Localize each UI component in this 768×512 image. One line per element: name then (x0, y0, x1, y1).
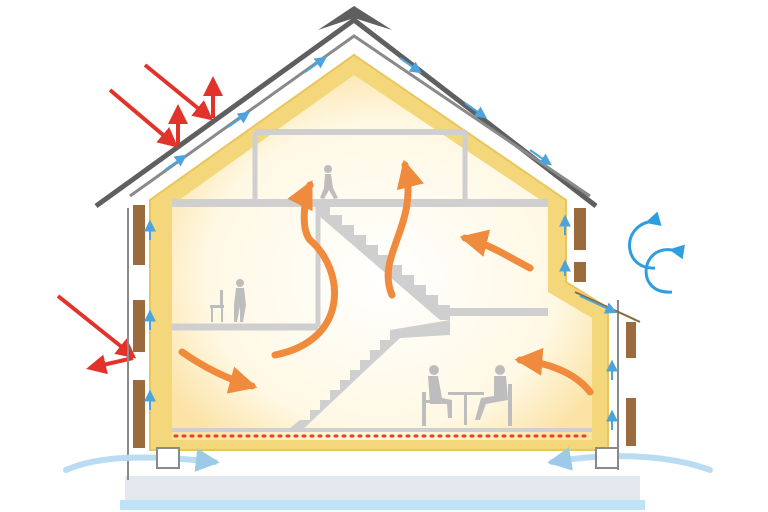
sun-ray-arrows (56, 63, 223, 375)
insulation-envelope (149, 53, 609, 451)
person-mezzanine (210, 279, 246, 322)
wind-swirl-icon (628, 211, 686, 294)
people-dining (422, 365, 512, 426)
base-vents (156, 447, 619, 469)
wall-vent-arrows (144, 214, 618, 430)
wall-vents (127, 205, 636, 480)
ground-air-arrows (63, 446, 713, 473)
people-silhouettes (210, 165, 512, 426)
foundation (120, 476, 645, 510)
person-attic (320, 165, 338, 199)
warm-air-arrows (178, 159, 594, 396)
interior-structure (172, 129, 592, 432)
canopy (574, 291, 641, 323)
roof (94, 6, 598, 209)
roof-ventilation-arrows (164, 56, 552, 171)
staircase (285, 205, 450, 432)
